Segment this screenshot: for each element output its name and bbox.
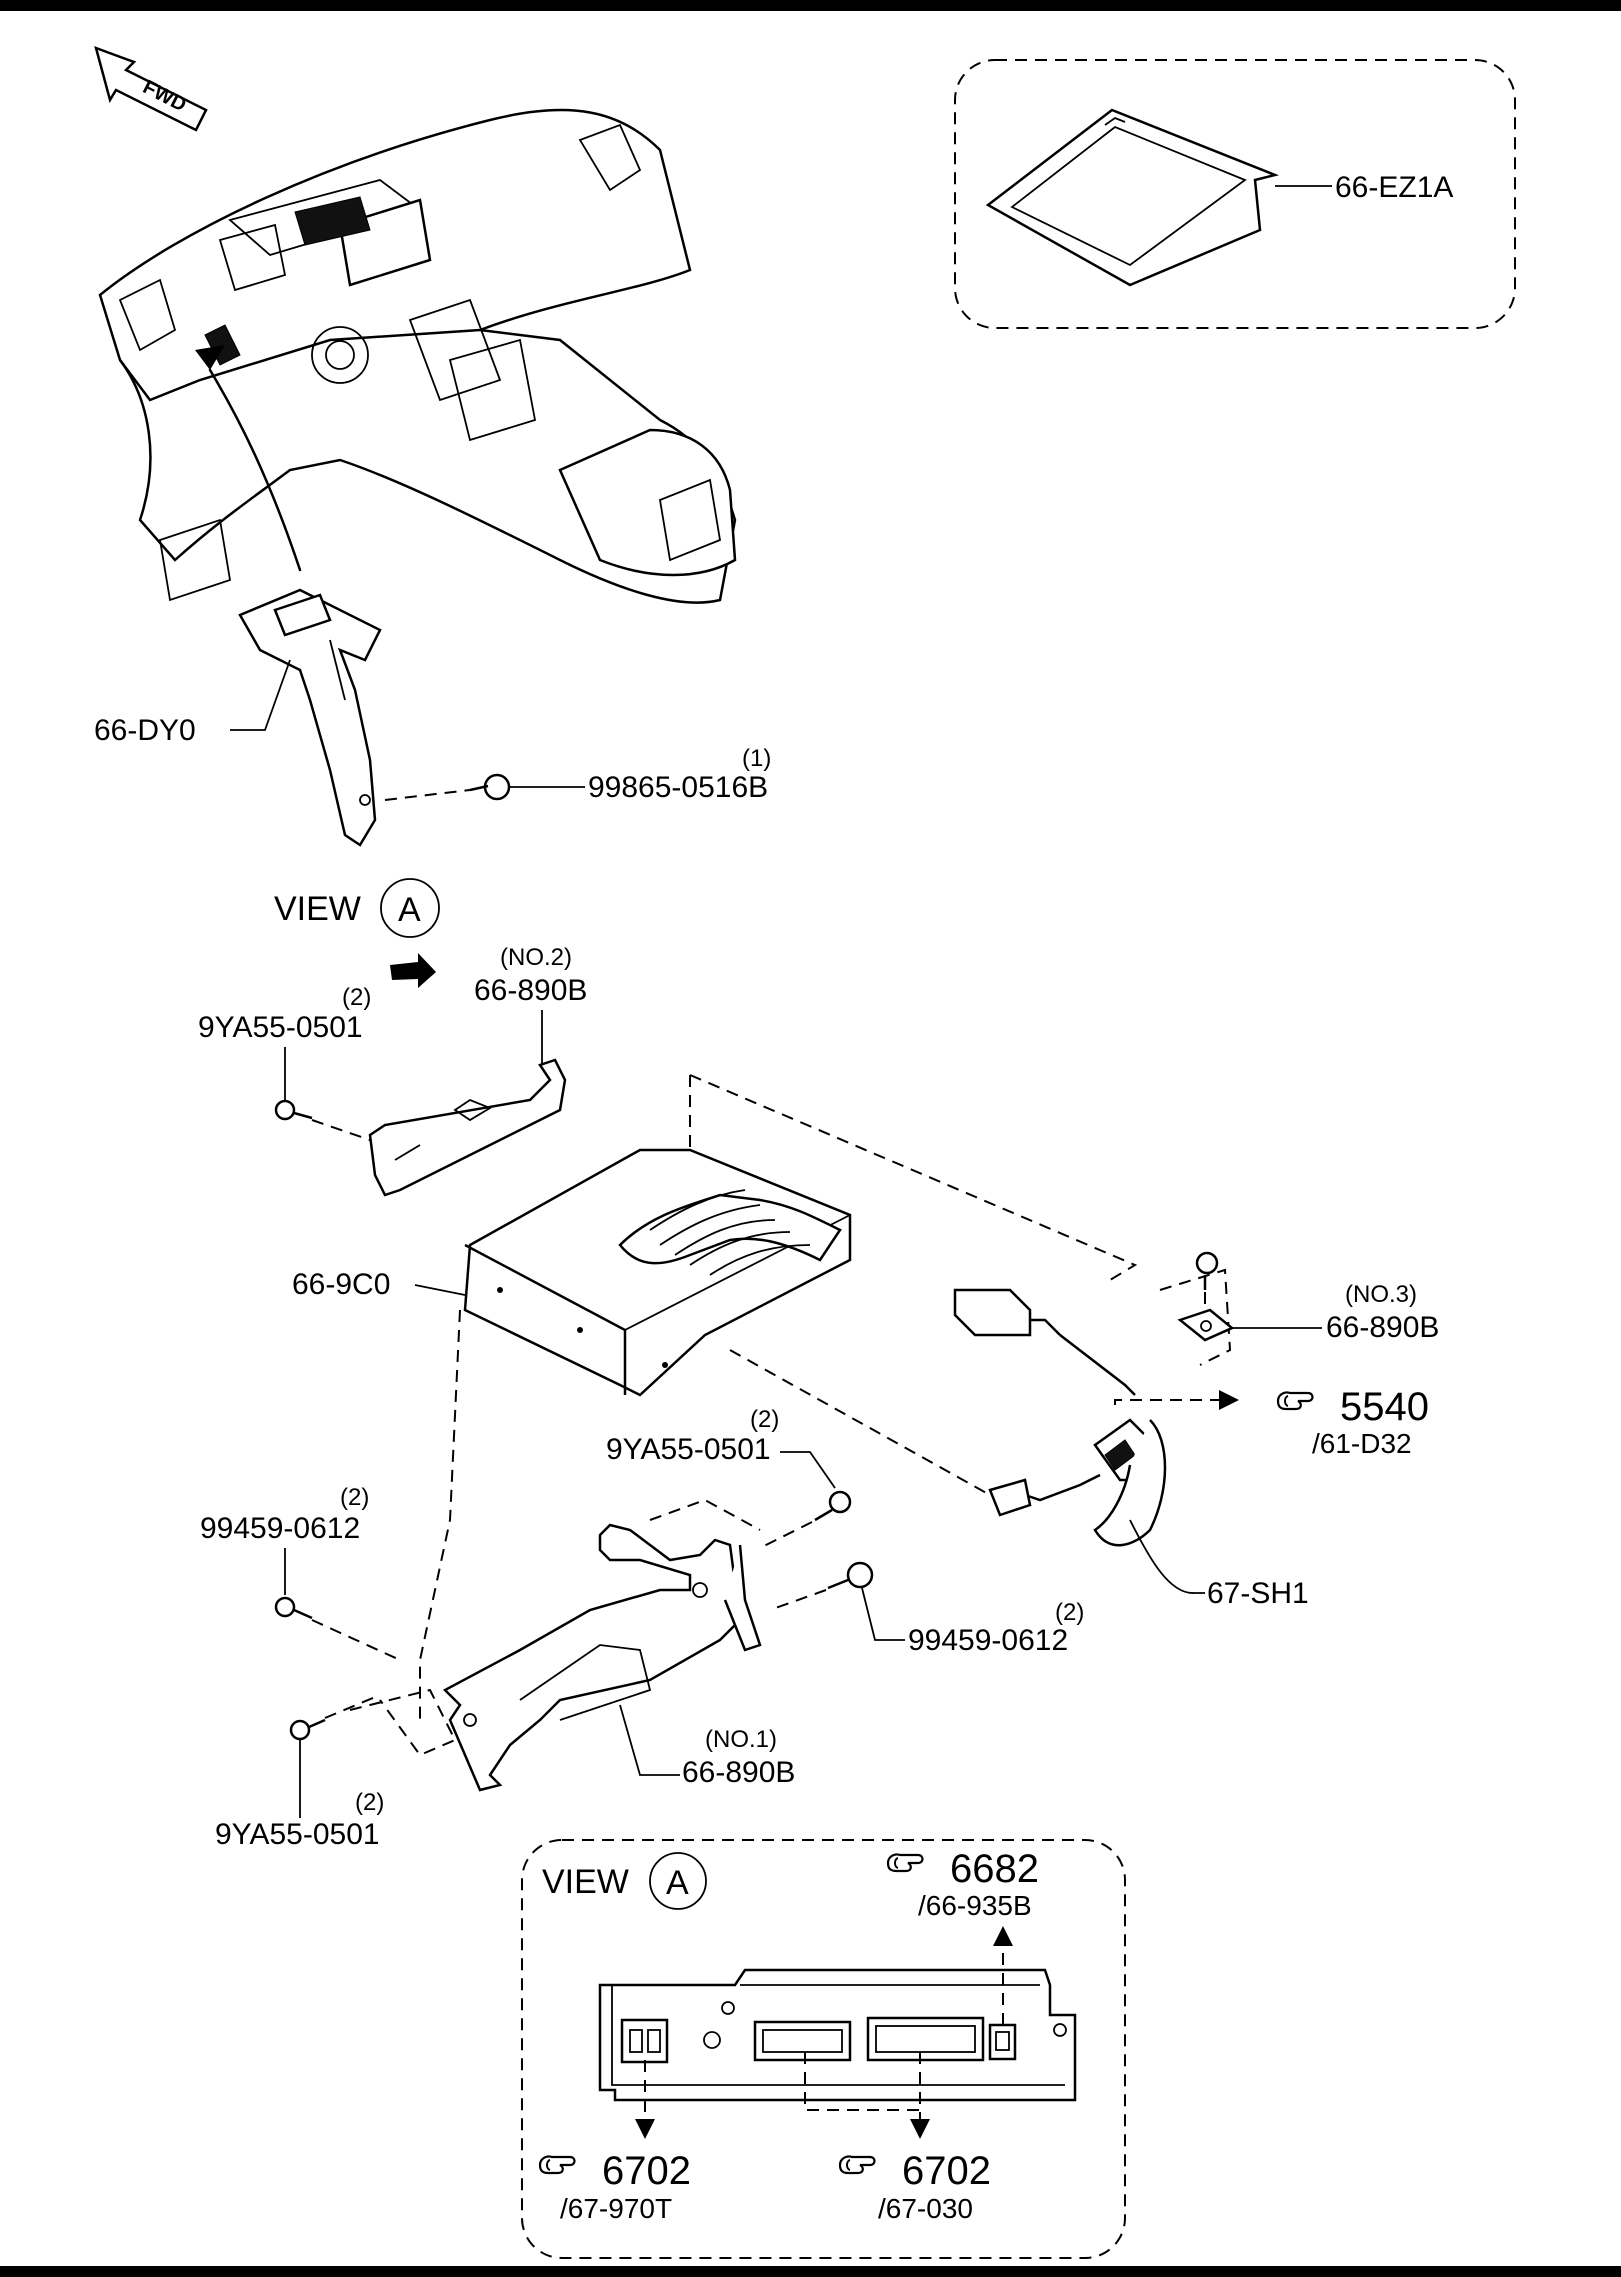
bolt-right-icon xyxy=(827,1561,874,1590)
part-label-bracket-no1: 66-890B xyxy=(682,1756,795,1789)
harness-wire xyxy=(1059,1334,1136,1396)
view-circle-lower xyxy=(649,1852,707,1910)
sd-card-icon xyxy=(985,108,1280,287)
ref-sub-6682: /66-935B xyxy=(918,1890,1032,1921)
ref-sub-5540: /61-D32 xyxy=(1312,1428,1412,1459)
part-label-bolt-mid: 9YA55-0501 xyxy=(606,1433,771,1466)
dashed-line-bolt-mid xyxy=(759,1521,813,1549)
ref-number-6702-left: 6702 xyxy=(602,2149,691,2193)
leader-harness xyxy=(1129,1519,1205,1594)
part-note-bracket-no2: (NO.2) xyxy=(500,944,572,971)
part-label-bolt-right: 99459-0612 xyxy=(908,1624,1068,1657)
clip-icon xyxy=(469,773,511,801)
leader-bolt-mid xyxy=(780,1451,836,1489)
dashed-line-bolt-top-left xyxy=(311,1119,371,1141)
screw-bracket-no3-icon xyxy=(1195,1251,1219,1290)
part-label-bracket-no3: 66-890B xyxy=(1326,1311,1439,1344)
hand-pointer-icon-5540 xyxy=(1276,1391,1314,1411)
ref-sub-6702-right: /67-030 xyxy=(878,2193,973,2224)
dashed-line-amp-left xyxy=(419,1309,461,1720)
part-label-bracket-upper: 66-DY0 xyxy=(94,714,196,747)
dashed-line-bolt-left xyxy=(311,1619,401,1661)
bracket-no1 xyxy=(442,1523,762,1792)
part-note-bracket-no1: (NO.1) xyxy=(705,1726,777,1753)
part-label-bolt-bottom: 9YA55-0501 xyxy=(215,1818,380,1851)
dashed-line-bracket-top xyxy=(649,1498,761,1531)
ref-number-6682: 6682 xyxy=(950,1847,1039,1891)
ref-number-5540: 5540 xyxy=(1340,1385,1429,1429)
part-qty-clip: (1) xyxy=(742,745,771,772)
bottom-border xyxy=(0,2266,1621,2277)
leader-amplifier xyxy=(414,1284,466,1296)
bolt-left-icon xyxy=(274,1596,313,1620)
leader-bracket-no1 xyxy=(619,1704,680,1776)
amplifier-rear-panel xyxy=(598,1968,1077,2102)
dashboard-illustration xyxy=(98,108,737,604)
part-label-harness: 67-SH1 xyxy=(1207,1577,1309,1610)
hand-pointer-icon-6702-right xyxy=(838,2155,876,2175)
amplifier-unit xyxy=(463,1148,852,1397)
top-border xyxy=(0,0,1621,11)
dashed-line-bracket-left xyxy=(349,1688,457,1757)
part-label-bolt-left: 99459-0612 xyxy=(200,1512,360,1545)
part-qty-bolt-right: (2) xyxy=(1055,1599,1084,1626)
part-qty-bolt-mid: (2) xyxy=(750,1406,779,1433)
harness-connector xyxy=(988,1418,1167,1547)
dashed-line-harness-top xyxy=(1114,1390,1239,1410)
dashed-frame-bracket-no3 xyxy=(1159,1268,1232,1366)
part-label-sd-card: 66-EZ1A xyxy=(1335,171,1453,204)
part-qty-bolt-top-left: (2) xyxy=(342,984,371,1011)
dashed-line-harness-amp xyxy=(729,1349,991,1496)
part-qty-bolt-bottom: (2) xyxy=(355,1789,384,1816)
view-a-frame xyxy=(521,1839,1126,2259)
bracket-no3 xyxy=(1177,1308,1235,1342)
ref-number-6702-right: 6702 xyxy=(902,2149,991,2193)
view-circle-upper xyxy=(380,878,440,938)
bolt-top-left-icon xyxy=(274,1099,313,1121)
view-word-upper: VIEW xyxy=(274,890,361,928)
leader-bracket-upper xyxy=(230,659,291,731)
ref-sub-6702-left: /67-970T xyxy=(560,2193,672,2224)
hand-pointer-icon-6702-left xyxy=(538,2155,576,2175)
part-label-amplifier: 66-9C0 xyxy=(292,1268,390,1301)
part-label-bracket-no2: 66-890B xyxy=(474,974,587,1007)
sd-card-frame xyxy=(954,59,1516,329)
dashed-line-clip xyxy=(384,789,471,801)
dashed-line-bolt-bottom xyxy=(324,1694,381,1719)
hand-pointer-icon-6682 xyxy=(886,1853,924,1873)
view-letter-lower: A xyxy=(666,1864,689,1902)
forward-arrow-icon: FWD xyxy=(94,45,208,132)
part-qty-bolt-left: (2) xyxy=(340,1484,369,1511)
dashed-line-amp-diag xyxy=(689,1074,1138,1281)
part-note-bracket-no3: (NO.3) xyxy=(1345,1281,1417,1308)
bolt-bottom-icon xyxy=(289,1718,326,1741)
view-letter-upper: A xyxy=(398,891,421,929)
bolt-mid-icon xyxy=(814,1490,852,1522)
view-direction-arrow-icon xyxy=(390,953,436,988)
part-label-clip: 99865-0516B xyxy=(588,771,768,804)
dashed-line-bolt-right xyxy=(769,1589,827,1611)
connector-plug xyxy=(953,1288,1061,1337)
bracket-no2 xyxy=(368,1058,567,1197)
view-word-lower: VIEW xyxy=(542,1863,629,1901)
part-label-bolt-top-left: 9YA55-0501 xyxy=(198,1011,363,1044)
leader-bolt-right xyxy=(861,1587,905,1641)
upper-bracket xyxy=(238,588,382,847)
